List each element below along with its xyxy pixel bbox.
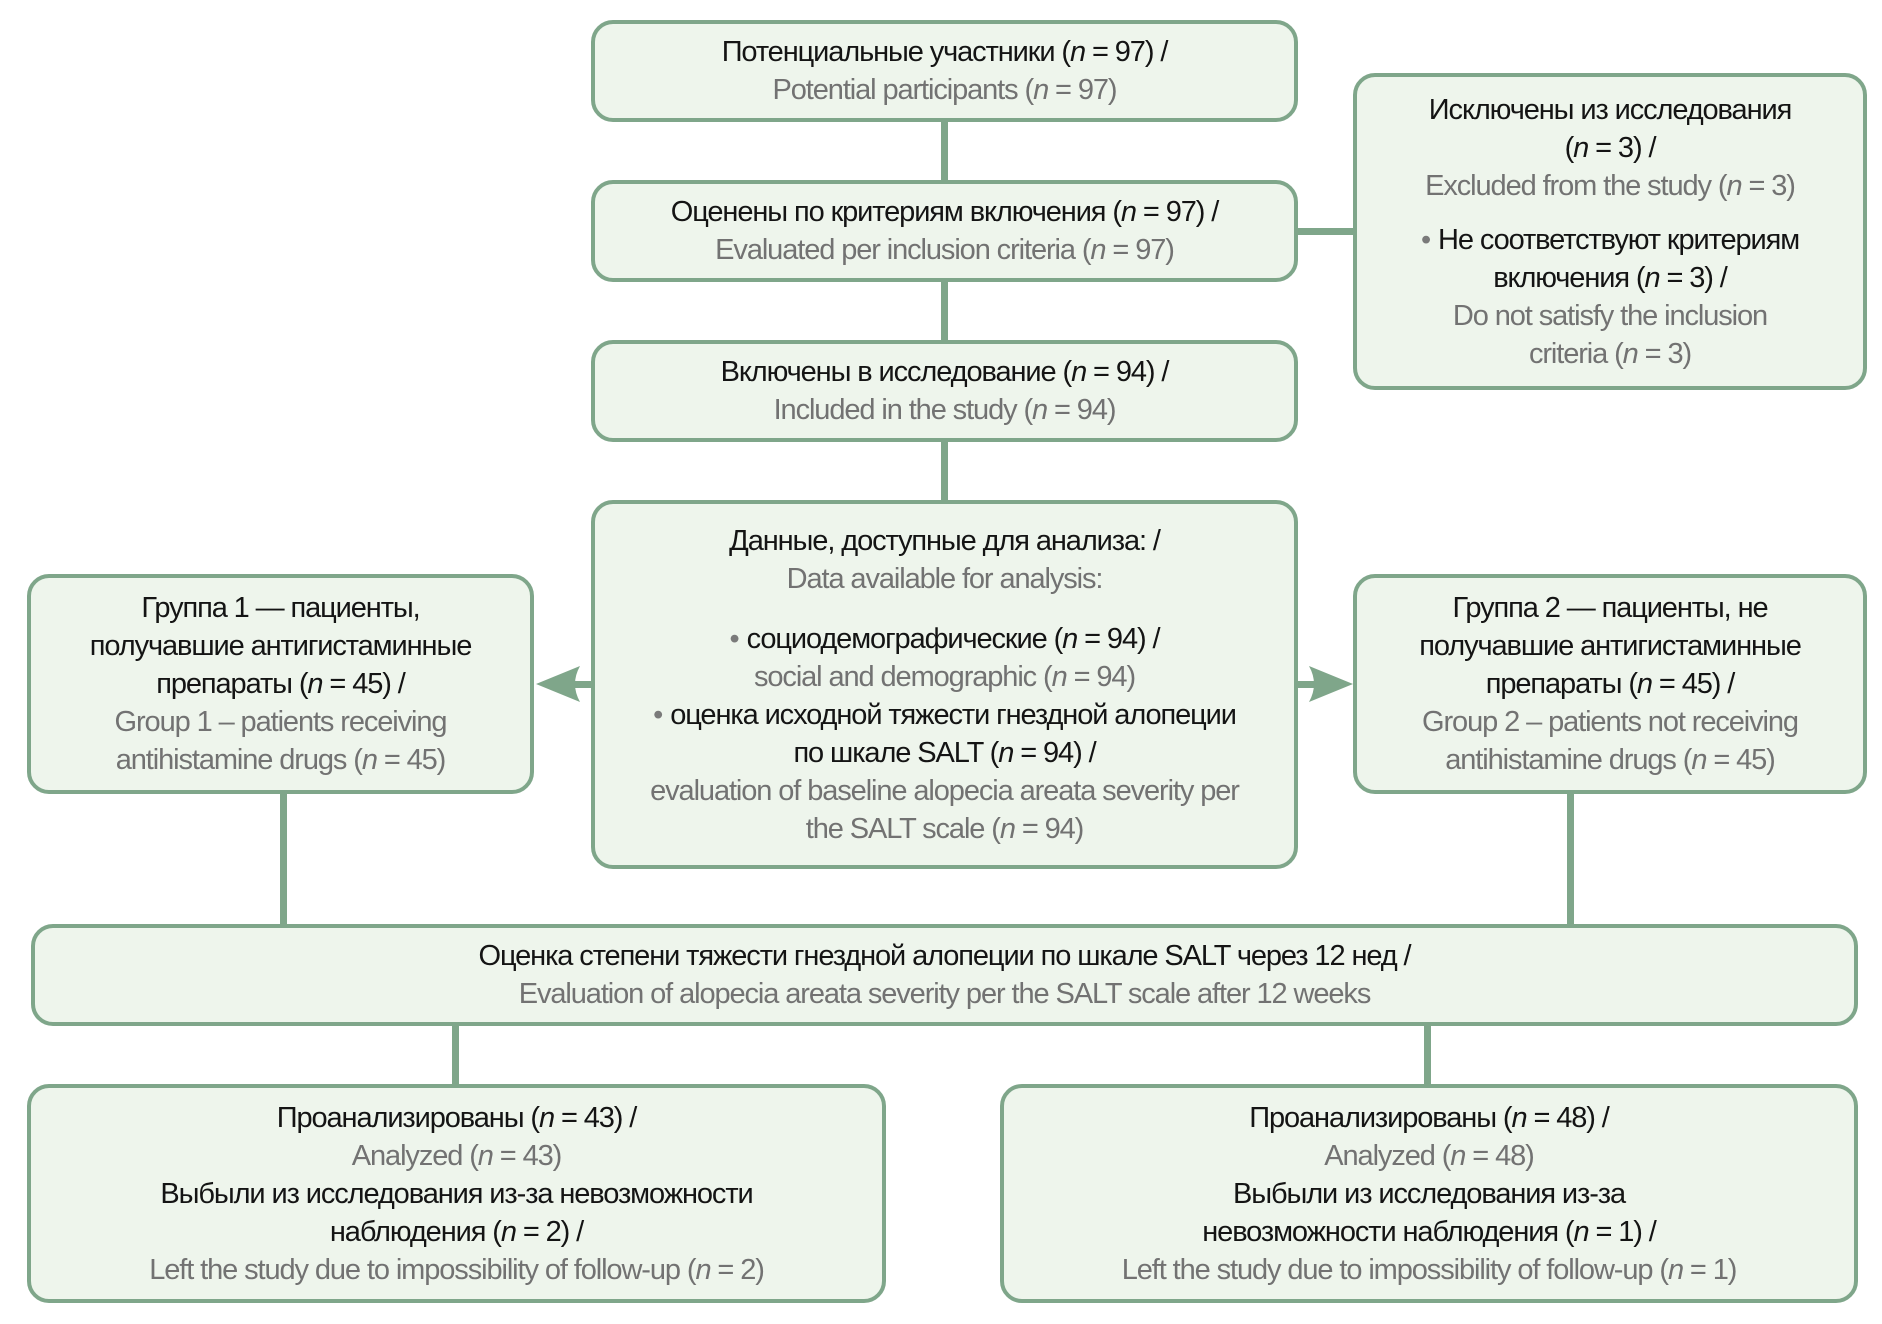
- potential-ru: Потенциальные участники (n = 97) /: [721, 36, 1169, 68]
- connector-evaluated-excluded: [1297, 228, 1355, 235]
- analyzed1-en-2: Left the study due to impossibility of f…: [149, 1253, 765, 1286]
- group2-ru-3: препараты (n = 45) /: [1485, 668, 1736, 700]
- data-item2-ru-2: по шкале SALT (n = 94) /: [793, 736, 1096, 769]
- analyzed1-ru-2: Выбыли из исследования из-за невозможнос…: [160, 1177, 753, 1210]
- evaluation-en: Evaluation of alopecia areata severity p…: [518, 978, 1372, 1010]
- connector-evaluation-analyzed2: [1424, 1025, 1431, 1086]
- box-evaluated-inclusion: Оценены по критериям включения (n = 97) …: [591, 180, 1298, 282]
- group2-en-2: antihistamine drugs (n = 45): [1445, 744, 1776, 776]
- box-included: Включены в исследование (n = 94) / Inclu…: [591, 340, 1298, 442]
- excluded-ru-1: Исключены из исследования: [1428, 93, 1792, 126]
- data-item2-en-1: evaluation of baseline alopecia areata s…: [650, 774, 1240, 807]
- group1-ru-3: препараты (n = 45) /: [156, 668, 406, 700]
- arrow-left-to-group1: [536, 666, 593, 702]
- analyzed1-ru-3: наблюдения (n = 2) /: [329, 1215, 584, 1248]
- analyzed2-ru-3: невозможности наблюдения (n = 1) /: [1202, 1215, 1657, 1248]
- data-item2-ru-1: оценка исходной тяжести гнездной алопеци…: [653, 696, 1237, 734]
- box-potential-participants: Потенциальные участники (n = 97) / Poten…: [591, 20, 1298, 122]
- data-item1-en: social and demographic (n = 94): [753, 660, 1136, 693]
- data-en: Data available for analysis:: [786, 562, 1104, 595]
- data-ru: Данные, доступные для анализа: /: [729, 524, 1161, 557]
- analyzed2-ru-1: Проанализированы (n = 48) /: [1249, 1101, 1610, 1134]
- group2-ru-1: Группа 2 — пациенты, не: [1452, 592, 1768, 624]
- excluded-bullet-en-1: Do not satisfy the inclusion: [1452, 299, 1768, 332]
- analyzed2-ru-2: Выбыли из исследования из-за: [1233, 1177, 1626, 1210]
- included-en: Included in the study (n = 94): [773, 394, 1117, 426]
- box-group1: Группа 1 — пациенты, получавшие антигист…: [27, 574, 534, 794]
- analyzed1-ru-1: Проанализированы (n = 43) /: [276, 1101, 638, 1134]
- connector-potential-evaluated: [941, 121, 948, 182]
- analyzed1-en-1: Analyzed (n = 43): [351, 1139, 563, 1172]
- connector-evaluation-analyzed1: [452, 1025, 459, 1086]
- box-analyzed-group1: Проанализированы (n = 43) / Analyzed (n …: [27, 1084, 886, 1303]
- evaluation-ru: Оценка степени тяжести гнездной алопеции…: [478, 940, 1412, 972]
- connector-evaluated-included: [941, 281, 948, 342]
- excluded-bullet-ru-2: включения (n = 3) /: [1493, 261, 1728, 294]
- box-analyzed-group2: Проанализированы (n = 48) / Analyzed (n …: [1000, 1084, 1858, 1303]
- group1-en-1: Group 1 – patients receiving: [114, 706, 448, 738]
- data-item2-en-2: the SALT scale (n = 94): [805, 812, 1085, 845]
- analyzed2-en-2: Left the study due to impossibility of f…: [1121, 1253, 1738, 1286]
- connector-included-data: [941, 441, 948, 502]
- box-data-available: Данные, доступные для анализа: / Data av…: [591, 500, 1298, 869]
- group2-en-1: Group 2 – patients not receiving: [1422, 706, 1799, 738]
- group2-ru-2: получавшие антигистаминные: [1419, 630, 1802, 662]
- excluded-en: Excluded from the study (n = 3): [1425, 169, 1796, 202]
- excluded-ru-2: (n = 3) /: [1564, 131, 1657, 164]
- analyzed2-en-1: Analyzed (n = 48): [1324, 1139, 1535, 1172]
- box-group2: Группа 2 — пациенты, не получавшие антиг…: [1353, 574, 1867, 794]
- evaluated-en: Evaluated per inclusion criteria (n = 97…: [715, 234, 1175, 266]
- excluded-bullet-en-2: criteria (n = 3): [1528, 337, 1692, 370]
- excluded-bullet-ru-1: Не соответствуют критериям: [1421, 221, 1800, 259]
- data-item1-ru: социодемографические (n = 94) /: [730, 620, 1161, 658]
- group1-ru-1: Группа 1 — пациенты,: [141, 592, 420, 624]
- potential-en: Potential participants (n = 97): [772, 74, 1118, 106]
- included-ru: Включены в исследование (n = 94) /: [720, 356, 1170, 388]
- evaluated-ru: Оценены по критериям включения (n = 97) …: [670, 196, 1220, 228]
- arrow-right-to-group2: [1296, 666, 1353, 702]
- group1-ru-2: получавшие антигистаминные: [89, 630, 473, 662]
- group1-en-2: antihistamine drugs (n = 45): [115, 744, 447, 776]
- connector-group1-evaluation: [280, 793, 287, 926]
- connector-group2-evaluation: [1567, 793, 1574, 926]
- box-evaluation-12-weeks: Оценка степени тяжести гнездной алопеции…: [31, 924, 1858, 1026]
- box-excluded: Исключены из исследования (n = 3) / Excl…: [1353, 73, 1867, 390]
